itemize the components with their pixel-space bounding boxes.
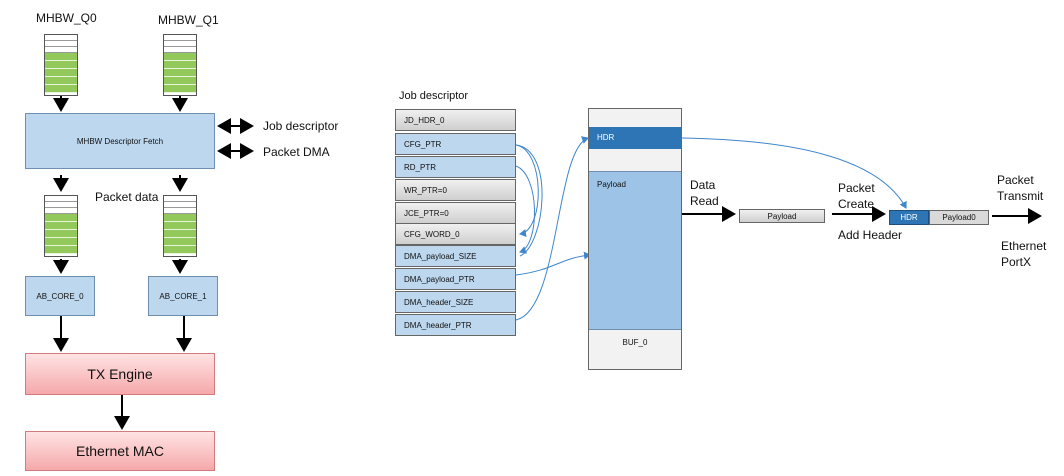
buffer-name: BUF_0 [622,338,648,347]
queue0-label: MHBW_Q0 [36,11,97,25]
jd-field: CFG_PTR [395,133,516,155]
queue1-label: MHBW_Q1 [158,13,219,27]
descriptor-fetch-block: MHBW Descriptor Fetch [25,113,215,169]
core1-block: AB_CORE_1 [148,276,218,316]
queue0 [44,34,78,96]
buffer-payload: Payload [589,171,681,330]
ethernet-port-label-1: Ethernet [1001,239,1047,253]
buffer-hdr: HDR [589,127,681,149]
packet-dma-label: Packet DMA [263,145,330,159]
core0-block: AB_CORE_0 [25,276,95,316]
core0-queue [44,195,78,257]
packet-payload0: Payload0 [929,210,989,225]
job-descriptor-label: Job descriptor [263,119,339,133]
jd-field: WR_PTR=0 [395,179,516,201]
packet-hdr: HDR [889,210,929,225]
packet-data-label: Packet data [95,190,159,204]
queue1 [163,34,197,96]
packet-transmit-label-1: Packet [997,173,1034,187]
jd-field: DMA_payload_SIZE [395,245,516,267]
jd-field: CFG_WORD_0 [395,223,516,245]
job-descriptor-title: Job descriptor [399,90,469,102]
jd-field: DMA_payload_PTR [395,268,516,290]
add-header-label: Add Header [838,228,903,242]
jd-field: JCE_PTR=0 [395,202,516,224]
payload-box: Payload [739,209,825,223]
ethernet-port-label-2: PortX [1001,255,1032,269]
packet-transmit-label-2: Transmit [997,189,1044,203]
jd-field: DMA_header_PTR [395,314,516,336]
jd-field: DMA_header_SIZE [395,291,516,313]
ethernet-mac-block: Ethernet MAC [25,431,215,471]
jd-field: RD_PTR [395,156,516,178]
core1-queue [163,195,197,257]
data-read-label-1: Data [690,178,716,192]
data-read-label-2: Read [690,194,719,208]
tx-engine-block: TX Engine [25,353,215,395]
jd-field: JD_HDR_0 [395,109,516,131]
packet-create-label-2: Create [838,197,875,211]
packet-create-label-1: Packet [838,181,875,195]
